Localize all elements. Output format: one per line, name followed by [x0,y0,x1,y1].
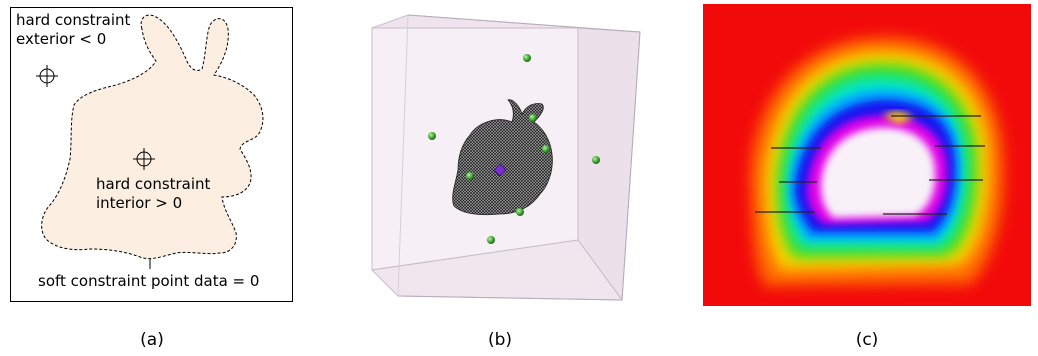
constraint-spheres [428,54,600,244]
caption-a: (a) [140,330,164,350]
sphere-icon [487,236,495,244]
caption-c: (c) [855,330,879,350]
bunny-mesh [452,99,553,216]
panel-a-drawing [10,7,293,302]
exterior-crosshair-icon [36,65,58,87]
caption-b: (b) [487,330,513,350]
sphere-icon [428,132,436,140]
bunny-silhouette [41,14,264,260]
center-point-icon [493,163,507,177]
interior-label-line2: interior > 0 [96,194,183,212]
interior-label-line1: hard constraint [96,175,211,193]
distance-field [750,37,1004,287]
panel-b [360,10,650,305]
panel-a: hard constraint exterior < 0 hard constr… [10,7,293,302]
sphere-icon [523,54,531,62]
sphere-icon [516,208,524,216]
exterior-label-line1: hard constraint [16,11,131,29]
exterior-label-line2: exterior < 0 [16,30,107,48]
sphere-icon [466,172,474,180]
panel-c [703,4,1031,306]
sphere-icon [592,156,600,164]
sphere-icon [542,145,550,153]
sphere-icon [529,114,537,122]
constraint-lines [755,115,985,215]
interior-crosshair-icon [133,148,155,170]
soft-constraint-label: soft constraint point data = 0 [38,272,260,290]
panel-b-drawing [370,14,641,302]
panel-c-heatmap [703,4,1031,306]
